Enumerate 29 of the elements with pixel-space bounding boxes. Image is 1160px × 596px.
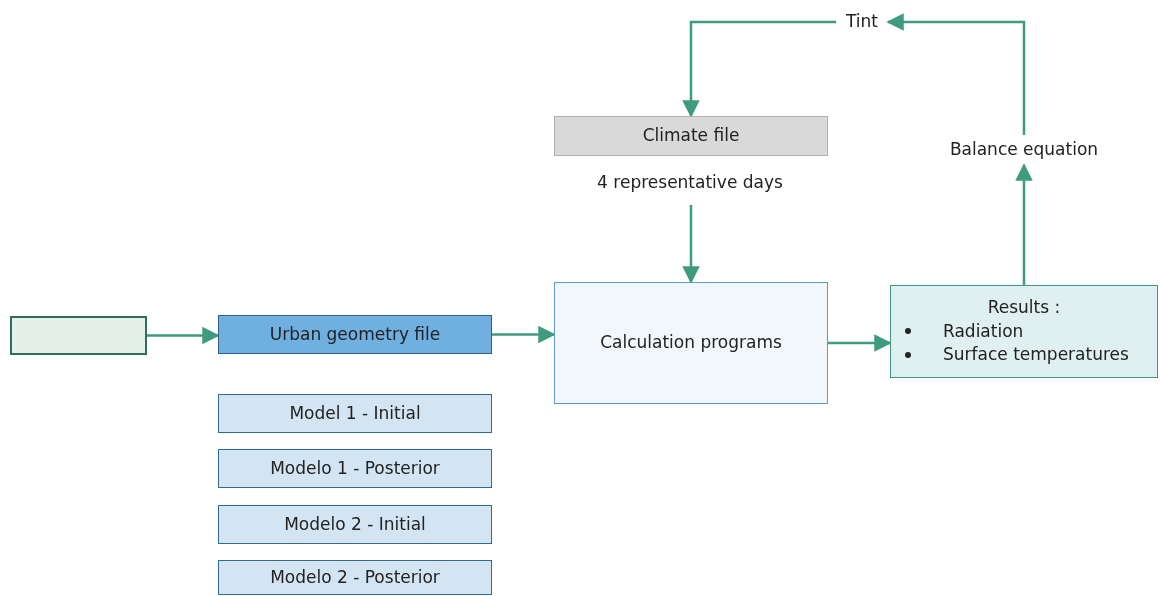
bullet-item: Surface temperatures xyxy=(943,343,1129,367)
box-label: Calculation programs xyxy=(600,331,782,355)
process-box xyxy=(554,282,828,404)
arrow xyxy=(682,205,700,284)
arrow xyxy=(828,334,892,352)
process-box xyxy=(218,394,492,433)
process-box xyxy=(218,315,492,354)
node-label: Balance equation xyxy=(949,138,1099,162)
box-label: Urban geometry file xyxy=(269,322,441,346)
box-label: Modelo 2 - Posterior xyxy=(270,565,440,589)
node-label: Tint xyxy=(846,10,878,34)
box-label: Results : xyxy=(986,295,1062,319)
box-label: Modelo 2 - Initial xyxy=(284,512,426,536)
results-box xyxy=(890,285,1158,378)
box-label: Climate file xyxy=(642,124,740,148)
arrow xyxy=(492,325,556,344)
arrow xyxy=(147,326,220,345)
bullet-item: Radiation xyxy=(943,319,1024,343)
process-box xyxy=(218,560,492,595)
box-label: Model 1 - Initial xyxy=(289,401,421,425)
arrow xyxy=(886,13,1026,135)
process-box xyxy=(218,505,492,544)
process-box xyxy=(218,449,492,488)
node-label: 4 representative days xyxy=(597,172,783,192)
arrow xyxy=(1015,163,1033,285)
box-label: Modelo 1 - Posterior xyxy=(270,456,440,480)
empty-box xyxy=(10,316,147,355)
arrow xyxy=(682,20,836,118)
process-box xyxy=(554,116,828,156)
